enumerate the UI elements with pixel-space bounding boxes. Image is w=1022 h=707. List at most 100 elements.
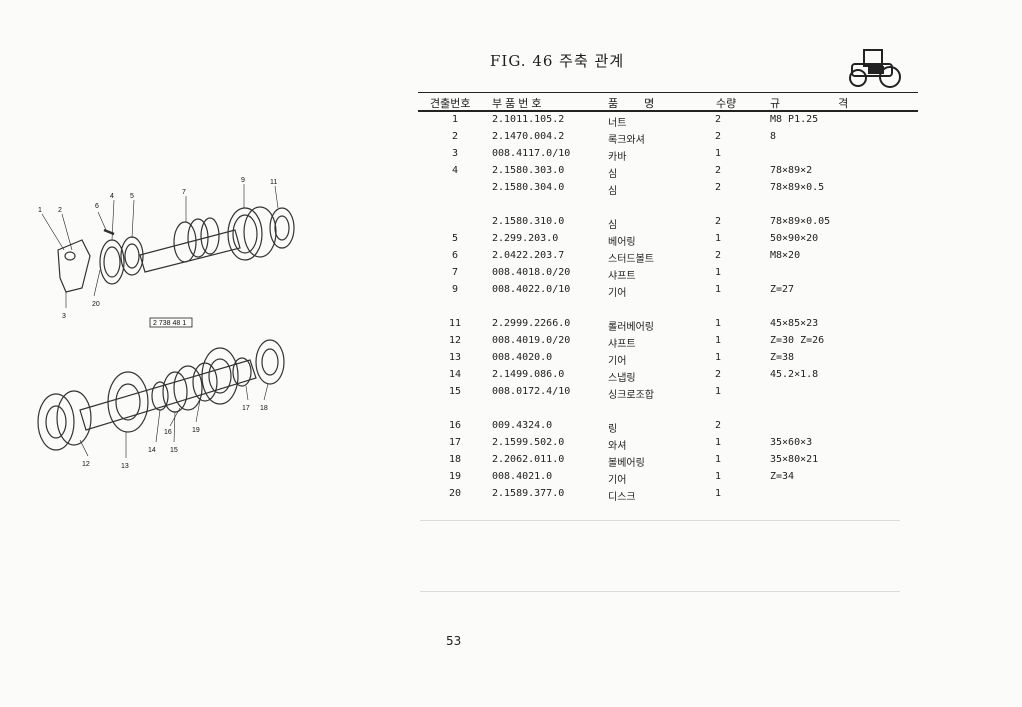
cell-qty: 2	[715, 420, 722, 431]
callout-20: 20	[92, 301, 100, 308]
callout-9: 9	[241, 177, 245, 184]
cell-spec: 45×85×23	[770, 318, 819, 329]
callout-18: 18	[260, 405, 268, 412]
cell-name: 링	[608, 424, 618, 435]
cell-no: 3	[451, 148, 459, 159]
cell-qty: 1	[715, 386, 722, 397]
cell-qty: 1	[715, 318, 722, 329]
cell-no: 13	[448, 352, 462, 363]
cell-name: 기어	[608, 475, 627, 486]
cell-name: 록크와셔	[608, 135, 645, 146]
cell-name: 기어	[608, 356, 627, 367]
cell-spec: 8	[770, 131, 777, 142]
table-header: 견출번호 부품번호 품명 수량 규격	[418, 94, 918, 110]
callout-16: 16	[164, 429, 172, 436]
cell-part-no: 2.1599.502.0	[492, 437, 565, 448]
cell-part-no: 2.1580.310.0	[492, 216, 565, 227]
cell-part-no: 2.299.203.0	[492, 233, 559, 244]
callout-17: 17	[242, 405, 250, 412]
cell-spec: Z=27	[770, 284, 795, 295]
header-rule-top	[418, 92, 918, 93]
callout-19: 19	[192, 427, 200, 434]
callout-1: 1	[38, 207, 42, 214]
upper-shaft-assembly	[57, 206, 295, 293]
bleed-through-area	[420, 520, 900, 592]
callout-5: 5	[130, 193, 134, 200]
cell-qty: 2	[715, 250, 722, 261]
cell-name: 와셔	[608, 441, 627, 452]
cell-no: 17	[448, 437, 462, 448]
cell-part-no: 2.1499.086.0	[492, 369, 565, 380]
cell-spec: 78×89×2	[770, 165, 813, 176]
ref-box-label: 2 738 48 1	[153, 320, 186, 327]
cell-spec: 45.2×1.8	[770, 369, 819, 380]
cell-name: 심	[608, 169, 618, 180]
cell-name: 스터드볼트	[608, 254, 654, 265]
callout-3: 3	[62, 313, 66, 320]
cell-qty: 1	[715, 284, 722, 295]
cell-no: 14	[448, 369, 462, 380]
cell-name: 심	[608, 186, 618, 197]
callout-7: 7	[182, 189, 186, 196]
cell-part-no: 008.4022.0/10	[492, 284, 571, 295]
cell-name: 심	[608, 220, 618, 231]
cell-part-no: 008.4018.0/20	[492, 267, 571, 278]
cell-no: 6	[451, 250, 459, 261]
callout-2: 2	[58, 207, 62, 214]
cell-qty: 2	[715, 165, 722, 176]
header-rule-bottom	[418, 110, 918, 112]
cell-qty: 1	[715, 488, 722, 499]
cell-part-no: 2.0422.203.7	[492, 250, 565, 261]
callout-6: 6	[95, 203, 99, 210]
cell-no: 16	[448, 420, 462, 431]
figure-title: FIG. 46 주축 관계	[490, 52, 625, 70]
cell-qty: 2	[715, 216, 722, 227]
cell-spec: 78×89×0.5	[770, 182, 825, 193]
cell-part-no: 008.4020.0	[492, 352, 553, 363]
cell-spec: Z=38	[770, 352, 795, 363]
cell-part-no: 2.2062.011.0	[492, 454, 565, 465]
cell-name: 볼베어링	[608, 458, 645, 469]
cell-no: 20	[448, 488, 462, 499]
cell-no: 9	[451, 284, 459, 295]
header-spec: 규격	[770, 97, 907, 110]
cell-name: 샤프트	[608, 271, 636, 282]
table-row: 16 009.4324.0 링 2	[418, 420, 918, 436]
cell-part-no: 008.4021.0	[492, 471, 553, 482]
cell-spec: Z=30 Z=26	[770, 335, 825, 346]
page-number: 53	[446, 634, 462, 648]
cell-spec: M8 P1.25	[770, 114, 819, 125]
callout-11: 11	[270, 179, 277, 186]
exploded-parts-diagram: 2 738 48 1 1 2 3 4	[37, 177, 295, 470]
header-name: 품명	[608, 97, 681, 110]
cell-qty: 1	[715, 471, 722, 482]
cell-qty: 1	[715, 233, 722, 244]
cell-part-no: 2.1589.377.0	[492, 488, 565, 499]
cell-spec: 50×90×20	[770, 233, 819, 244]
cell-qty: 1	[715, 454, 722, 465]
callout-15: 15	[170, 447, 178, 454]
cell-part-no: 2.1580.303.0	[492, 165, 565, 176]
cell-no: 11	[448, 318, 462, 329]
cell-no: 2	[451, 131, 459, 142]
cell-qty: 2	[715, 182, 722, 193]
cell-qty: 1	[715, 437, 722, 448]
cell-no: 18	[448, 454, 462, 465]
cell-name: 샤프트	[608, 339, 636, 350]
cell-part-no: 009.4324.0	[492, 420, 553, 431]
